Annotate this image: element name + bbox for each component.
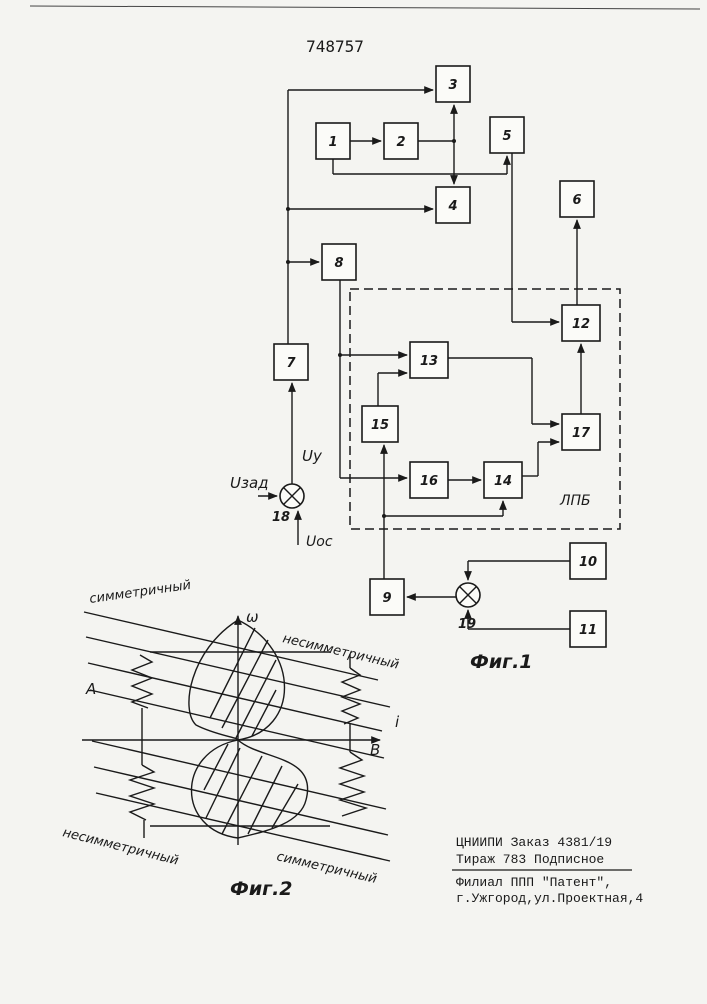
block-4-label: 4 xyxy=(447,199,457,214)
block-17: 17 xyxy=(562,414,600,450)
block-5-label: 5 xyxy=(502,129,511,144)
block-12: 12 xyxy=(562,305,600,341)
block-15-label: 15 xyxy=(371,418,389,433)
block-16-label: 16 xyxy=(420,474,438,489)
block-11: 11 xyxy=(570,611,606,647)
block-14-label: 14 xyxy=(494,474,512,489)
imprint-line-1: ЦНИИПИ Заказ 4381/19 xyxy=(456,835,612,850)
label-symmetric-top: симметричный xyxy=(88,578,191,607)
label-b: B xyxy=(370,741,380,759)
block-1-label: 1 xyxy=(328,135,337,150)
label-a: A xyxy=(85,680,96,698)
imprint-line-3: Филиал ППП "Патент", xyxy=(456,875,612,890)
scan-artifact-line xyxy=(30,6,700,9)
block-8-label: 8 xyxy=(334,256,343,271)
block-13-label: 13 xyxy=(420,354,438,369)
summer-18 xyxy=(280,484,304,508)
block-11-label: 11 xyxy=(579,623,597,638)
summer-19-label: 19 xyxy=(458,617,476,632)
block-16: 16 xyxy=(410,462,448,498)
block-12-label: 12 xyxy=(572,317,590,332)
block-7-label: 7 xyxy=(286,356,296,371)
signal-u-set: Uзад xyxy=(230,474,269,492)
block-2: 2 xyxy=(384,123,418,159)
block-10: 10 xyxy=(570,543,606,579)
block-1: 1 xyxy=(316,123,350,159)
label-asymmetric-bottom: несимметричный xyxy=(61,825,180,868)
block-9: 9 xyxy=(370,579,404,615)
block-5: 5 xyxy=(490,117,524,153)
figure-2-characteristic: ω i A B симметричный несимметричный неси… xyxy=(61,578,400,900)
block-17-label: 17 xyxy=(572,426,591,441)
block-9-label: 9 xyxy=(382,591,391,606)
block-7: 7 xyxy=(274,344,308,380)
block-14: 14 xyxy=(484,462,522,498)
block-15: 15 xyxy=(362,406,398,442)
fig2-zigzag-right xyxy=(340,654,366,816)
figure-2-caption: Фиг.2 xyxy=(230,878,293,900)
block-3: 3 xyxy=(436,66,470,102)
publication-imprint: ЦНИИПИ Заказ 4381/19 Тираж 783 Подписное… xyxy=(452,835,643,906)
lpb-group-label: ЛПБ xyxy=(559,493,591,509)
figure-1-caption: Фиг.1 xyxy=(470,651,533,673)
block-4: 4 xyxy=(436,187,470,223)
block-2-label: 2 xyxy=(396,135,405,150)
summer-18-label: 18 xyxy=(272,510,290,525)
block-10-label: 10 xyxy=(579,555,597,570)
block-13: 13 xyxy=(410,342,448,378)
fig2-zigzag-left xyxy=(130,655,154,838)
summer-19 xyxy=(456,583,480,607)
block-6-label: 6 xyxy=(572,193,581,208)
imprint-line-2: Тираж 783 Подписное xyxy=(456,852,604,867)
block-8: 8 xyxy=(322,244,356,280)
figure-1-block-diagram: 3 1 2 5 4 6 8 12 7 13 15 17 16 14 10 9 1… xyxy=(230,66,620,673)
block-6: 6 xyxy=(560,181,594,217)
axis-i-label: i xyxy=(395,713,400,731)
patent-number: 748757 xyxy=(306,37,364,56)
axis-omega-label: ω xyxy=(246,608,259,626)
imprint-line-4: г.Ужгород,ул.Проектная,4 xyxy=(456,891,643,906)
block-3-label: 3 xyxy=(448,78,457,93)
signal-u-fb: Uос xyxy=(306,534,333,550)
signal-u-y: Uу xyxy=(302,447,323,465)
